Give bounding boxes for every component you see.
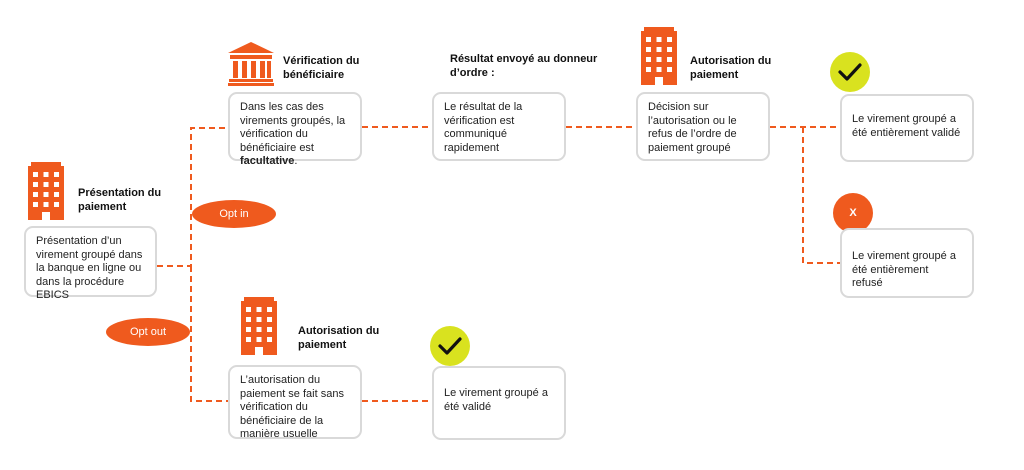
- authorization-top-heading: Autorisation du paiement: [690, 55, 772, 81]
- outcome-validated-text: Le virement groupé a été entièrement val…: [852, 113, 961, 139]
- presentation-text: Présentation d’un virement groupé dans l…: [36, 235, 143, 301]
- verification-box: Dans les cas des virements groupés, la v…: [228, 92, 362, 167]
- check-badge-bottom: [430, 326, 470, 366]
- outcome-refused-text: Le virement groupé a été entièrement ref…: [852, 250, 956, 289]
- office-building-icon: [241, 297, 277, 355]
- opt-out-pill: Opt out: [106, 318, 190, 346]
- office-building-icon: [641, 27, 677, 85]
- opt-in-pill: Opt in: [192, 200, 276, 228]
- authorization-top-text: Décision sur l’autorisation ou le refus …: [648, 101, 737, 154]
- authorization-bottom-text: L’autorisation du paiement se fait sans …: [240, 374, 344, 440]
- authorization-bottom-heading: Autorisation du paiement: [298, 325, 380, 351]
- result-heading: Résultat envoyé au donneur d’ordre :: [450, 53, 598, 79]
- outcome-refused-box: Le virement groupé a été entièrement ref…: [840, 228, 974, 298]
- outcome-validated-box: Le virement groupé a été entièrement val…: [840, 94, 974, 162]
- verification-text-bold: facultative: [240, 155, 295, 167]
- presentation-heading: Présentation du paiement: [78, 187, 162, 213]
- presentation-box: Présentation d’un virement groupé dans l…: [24, 226, 157, 301]
- authorization-bottom-box: L’autorisation du paiement se fait sans …: [228, 365, 362, 440]
- result-box: Le résultat de la vérification est commu…: [432, 92, 566, 161]
- bank-building-icon: [228, 42, 274, 86]
- outcome-bottom-box: Le virement groupé a été validé: [432, 366, 566, 440]
- authorization-top-box: Décision sur l’autorisation ou le refus …: [636, 92, 770, 161]
- check-badge: [830, 52, 870, 92]
- connector-opt-out-branch: [190, 266, 228, 402]
- verification-heading: Vérification du bénéficiaire: [283, 55, 360, 81]
- check-icon: [438, 337, 462, 355]
- result-text: Le résultat de la vérification est commu…: [444, 101, 523, 154]
- verification-text-end: .: [294, 155, 298, 167]
- connector-authorization-refused: [802, 127, 840, 264]
- outcome-bottom-text: Le virement groupé a été validé: [444, 387, 548, 413]
- office-building-icon: [28, 162, 64, 220]
- check-icon: [838, 63, 862, 81]
- connector-start-branch: [157, 127, 228, 267]
- x-icon: X: [833, 193, 873, 233]
- verification-text: Dans les cas des virements groupés, la v…: [240, 101, 346, 154]
